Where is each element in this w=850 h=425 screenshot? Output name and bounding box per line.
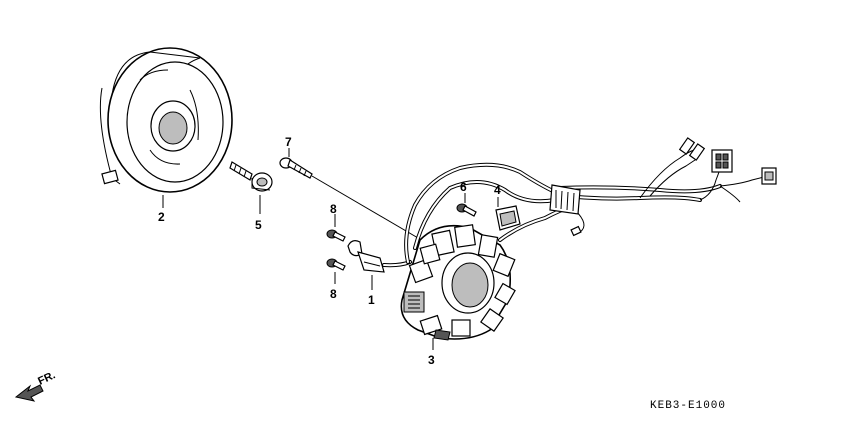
small-bolt-lower — [326, 258, 346, 271]
pulser-generator — [347, 240, 412, 273]
small-bolt-upper — [326, 229, 346, 242]
callout-7: 7 — [285, 135, 292, 149]
front-direction-arrow-icon — [14, 384, 44, 402]
diagram-code: KEB3-E1000 — [650, 400, 726, 412]
harness-clamp — [549, 184, 581, 215]
connector-coupler-small — [761, 167, 777, 185]
callout-5: 5 — [255, 218, 262, 232]
callout-8-upper: 8 — [330, 202, 337, 216]
front-direction-label: FR. — [36, 369, 57, 387]
flange-bolt — [229, 161, 273, 192]
wire-clamp — [495, 205, 521, 231]
flywheel-rotor — [99, 47, 233, 193]
callout-2: 2 — [158, 210, 165, 224]
callout-3: 3 — [428, 353, 435, 367]
connector-bullet-terminals — [678, 137, 706, 161]
screw — [279, 157, 313, 179]
screw-small — [456, 203, 477, 217]
stator-assembly — [400, 224, 516, 341]
connector-coupler-main — [711, 149, 733, 173]
alignment-line — [311, 175, 431, 246]
callout-1: 1 — [368, 293, 375, 307]
callout-8-lower: 8 — [330, 287, 337, 301]
callout-6: 6 — [460, 180, 467, 194]
callout-4: 4 — [494, 183, 501, 197]
